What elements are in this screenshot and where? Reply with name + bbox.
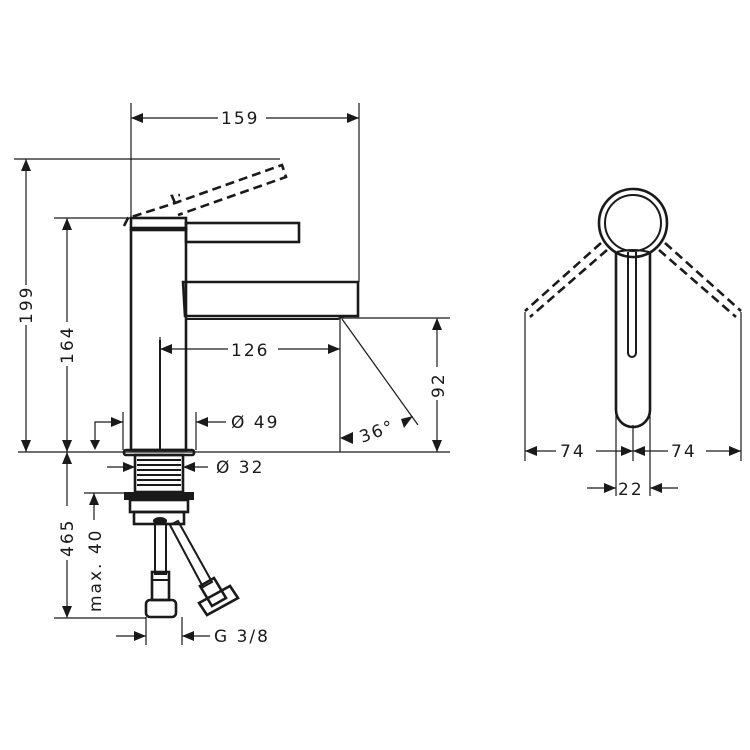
dim-92: 92 <box>340 317 450 452</box>
top-view: 74 74 22 <box>524 187 742 500</box>
dim-label-max-40: max. 40 <box>86 529 106 612</box>
dim-label-159: 159 <box>221 109 259 129</box>
dim-label-g-3-8: G 3/8 <box>214 627 270 647</box>
dim-label-164: 164 <box>58 326 78 364</box>
dim-dia-32: Ø 32 <box>107 458 264 478</box>
dim-label-126: 126 <box>231 341 269 361</box>
dim-angle-36: 36° <box>340 318 419 448</box>
body-circle <box>597 187 669 259</box>
dim-159: 159 <box>130 103 360 282</box>
side-view: 159 199 164 126 92 <box>14 103 450 647</box>
dim-label-74-left: 74 <box>560 442 586 462</box>
dim-74-right: 74 <box>633 442 741 462</box>
dim-dia-49: Ø 49 <box>90 412 279 450</box>
dim-199: 199 <box>14 158 280 452</box>
dim-label-465: 465 <box>58 519 78 557</box>
dim-465: 465 <box>54 452 146 619</box>
dim-label-92: 92 <box>429 372 449 398</box>
dim-164: 164 <box>54 217 131 452</box>
dim-74-left: 74 <box>525 442 633 462</box>
lever-swing-right <box>658 242 742 318</box>
dim-label-dia-49: Ø 49 <box>231 413 279 433</box>
dim-max-40: max. 40 <box>84 492 124 612</box>
dim-g-3-8: G 3/8 <box>116 617 270 647</box>
dim-label-74-right: 74 <box>671 442 697 462</box>
lever-swing-left <box>524 242 608 318</box>
dim-22: 22 <box>587 480 678 500</box>
lever-raised-outline <box>122 163 288 227</box>
supply-hoses <box>144 519 240 619</box>
lever-top <box>614 253 652 429</box>
dim-label-dia-32: Ø 32 <box>216 458 264 478</box>
dim-label-22: 22 <box>618 480 644 500</box>
dim-label-199: 199 <box>17 286 37 324</box>
threaded-shank <box>124 453 194 526</box>
dim-126: 126 <box>159 319 341 452</box>
dim-label-36deg: 36° <box>357 417 398 448</box>
